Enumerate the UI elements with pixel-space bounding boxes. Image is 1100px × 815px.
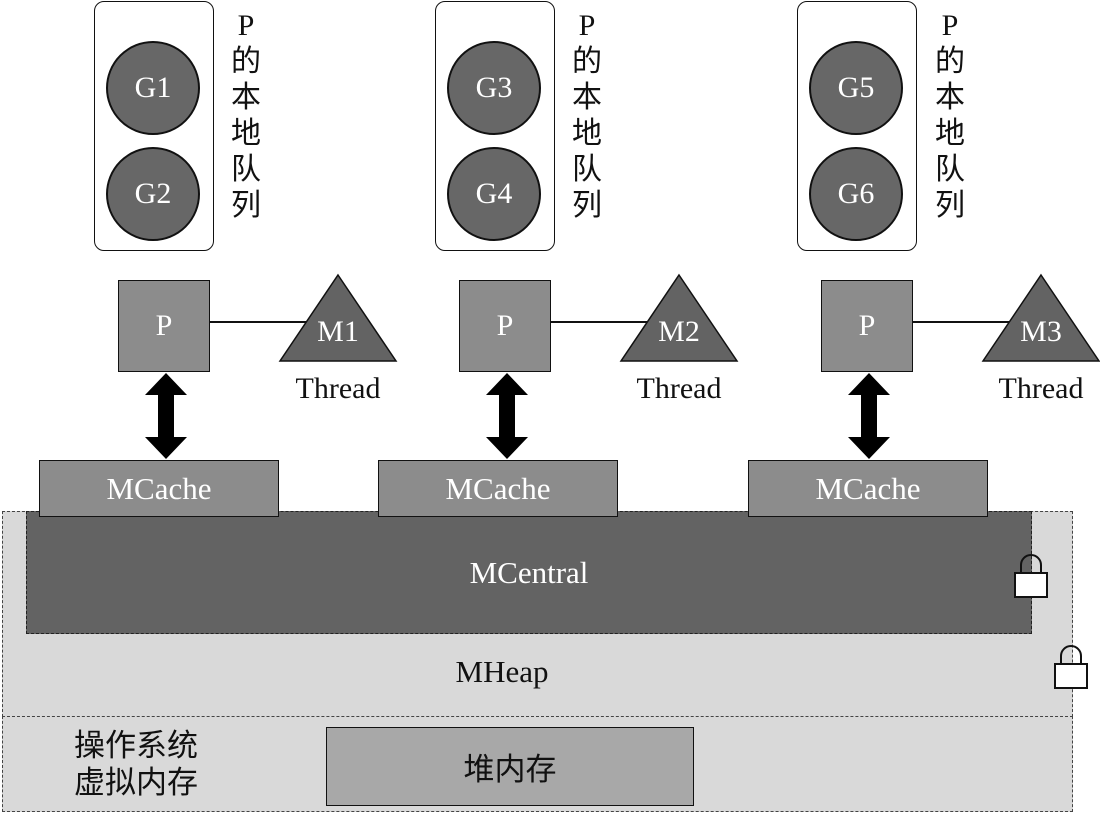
mcache-box: MCache (39, 460, 279, 517)
mheap-label: MHeap (455, 654, 549, 689)
queue-label-char: 队 (935, 153, 965, 186)
machine-label: M3 (1020, 315, 1062, 348)
machine-label: M2 (658, 315, 700, 348)
goroutine-g3: G3 (447, 41, 541, 135)
processor-p: P (118, 280, 210, 372)
queue-label-char: 队 (231, 153, 261, 186)
p-m-connector (209, 321, 309, 323)
processor-p: P (821, 280, 913, 372)
local-queue-label: P 的 本 地 队 列 (930, 8, 970, 224)
machine-m3: M3 (981, 273, 1100, 363)
goroutine-g4: G4 (447, 147, 541, 241)
queue-label-char: P (941, 9, 959, 42)
queue-label-char: 列 (572, 189, 602, 222)
triangle-icon (278, 273, 398, 362)
queue-label-char: 本 (572, 81, 602, 114)
goroutine-g5: G5 (809, 41, 903, 135)
queue-label-char: 的 (572, 45, 602, 78)
local-queue-label: P 的 本 地 队 列 (226, 8, 266, 224)
queue-label-char: 列 (935, 189, 965, 222)
mcache-box: MCache (748, 460, 988, 517)
goroutine-g1: G1 (106, 41, 200, 135)
os-virtual-memory-label: 操作系统 虚拟内存 (74, 727, 234, 801)
p-m-connector (912, 321, 1012, 323)
mcache-box: MCache (378, 460, 618, 517)
triangle-icon (981, 273, 1100, 362)
double-arrow-icon (141, 371, 191, 461)
thread-label: Thread (295, 372, 381, 405)
local-queue-panel: G1 G2 (94, 1, 214, 251)
processor-p: P (459, 280, 551, 372)
local-queue-label: P 的 本 地 队 列 (567, 8, 607, 224)
triangle-icon (619, 273, 739, 362)
machine-m1: M1 (278, 273, 398, 363)
queue-label-char: 的 (935, 45, 965, 78)
queue-label-char: 队 (572, 153, 602, 186)
p-m-connector (550, 321, 650, 323)
queue-label-char: 本 (231, 81, 261, 114)
goroutine-g6: G6 (809, 147, 903, 241)
machine-m2: M2 (619, 273, 739, 363)
queue-label-char: 地 (231, 117, 261, 150)
queue-label-char: 地 (935, 117, 965, 150)
mcentral-region: MCentral (26, 511, 1032, 634)
queue-label-char: 地 (572, 117, 602, 150)
queue-label-char: P (237, 9, 255, 42)
thread-label: Thread (636, 372, 722, 405)
queue-label-char: P (578, 9, 596, 42)
double-arrow-icon (844, 371, 894, 461)
goroutine-g2: G2 (106, 147, 200, 241)
heap-memory-box: 堆内存 (326, 727, 694, 806)
machine-label: M1 (317, 315, 359, 348)
queue-label-char: 本 (935, 81, 965, 114)
queue-label-char: 列 (231, 189, 261, 222)
local-queue-panel: G3 G4 (435, 1, 555, 251)
double-arrow-icon (482, 371, 532, 461)
queue-label-char: 的 (231, 45, 261, 78)
os-label-line: 虚拟内存 (74, 765, 198, 800)
lock-icon (1054, 645, 1088, 689)
os-label-line: 操作系统 (74, 728, 198, 763)
lock-icon (1014, 554, 1048, 598)
thread-label: Thread (998, 372, 1084, 405)
local-queue-panel: G5 G6 (797, 1, 917, 251)
